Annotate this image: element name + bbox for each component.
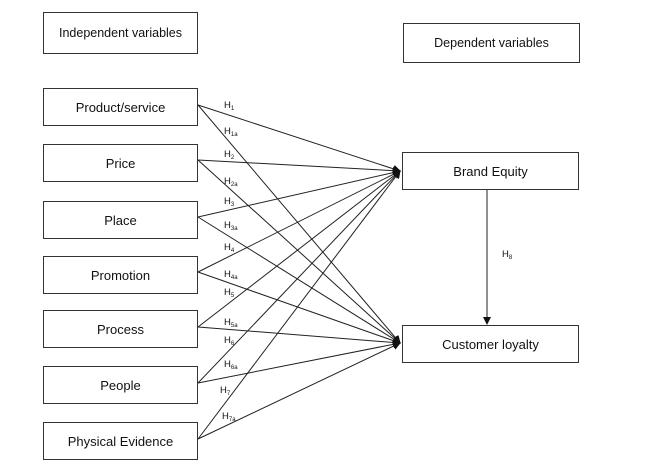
independent-variables-header: Independent variables	[43, 12, 198, 54]
arrow-to-customer-loyalty	[197, 159, 401, 344]
arrow-to-brand-equity	[197, 159, 401, 175]
hypothesis-label: H6	[224, 335, 235, 347]
hypothesis-label: H6a	[224, 359, 238, 371]
mediator-hypothesis-label: H8	[502, 249, 513, 261]
hypothesis-label: H2a	[224, 176, 238, 188]
arrow-to-brand-equity	[197, 170, 401, 328]
hypothesis-label: H4a	[224, 269, 238, 281]
arrow-to-customer-loyalty	[197, 340, 401, 384]
arrow-to-brand-equity	[197, 170, 401, 440]
hypothesis-label: H7	[220, 385, 231, 397]
arrow-to-customer-loyalty	[197, 342, 401, 440]
physical-evidence-box: Physical Evidence	[43, 422, 198, 460]
hypothesis-label: H5a	[224, 317, 238, 329]
place-box: Place	[43, 201, 198, 239]
hypothesis-label: H1	[224, 100, 235, 112]
arrow-to-customer-loyalty	[197, 271, 401, 345]
arrow-to-brand-equity	[197, 170, 401, 384]
arrow-to-brand-equity	[197, 168, 401, 218]
arrow-to-customer-loyalty	[197, 216, 401, 344]
process-box: Process	[43, 310, 198, 348]
hypothesis-label: H7a	[222, 411, 236, 423]
brand-equity-box: Brand Equity	[402, 152, 579, 190]
hypothesis-label: H1a	[224, 126, 238, 138]
promotion-box: Promotion	[43, 256, 198, 294]
hypothesis-label: H4	[224, 242, 235, 254]
people-box: People	[43, 366, 198, 404]
hypothesis-label: H3	[224, 196, 235, 208]
product-service-box: Product/service	[43, 88, 198, 126]
hypothesis-label: H2	[224, 149, 235, 161]
arrow-to-brand-equity	[197, 104, 401, 173]
arrow-to-customer-loyalty	[197, 326, 401, 347]
connector-lines	[197, 104, 491, 440]
price-box: Price	[43, 144, 198, 182]
customer-loyalty-box: Customer loyalty	[402, 325, 579, 363]
dependent-variables-header: Dependent variables	[403, 23, 580, 63]
hypothesis-label: H5	[224, 287, 235, 299]
arrow-to-brand-equity	[197, 170, 401, 273]
hypothesis-label: H3a	[224, 220, 238, 232]
arrow-to-customer-loyalty	[197, 104, 401, 344]
